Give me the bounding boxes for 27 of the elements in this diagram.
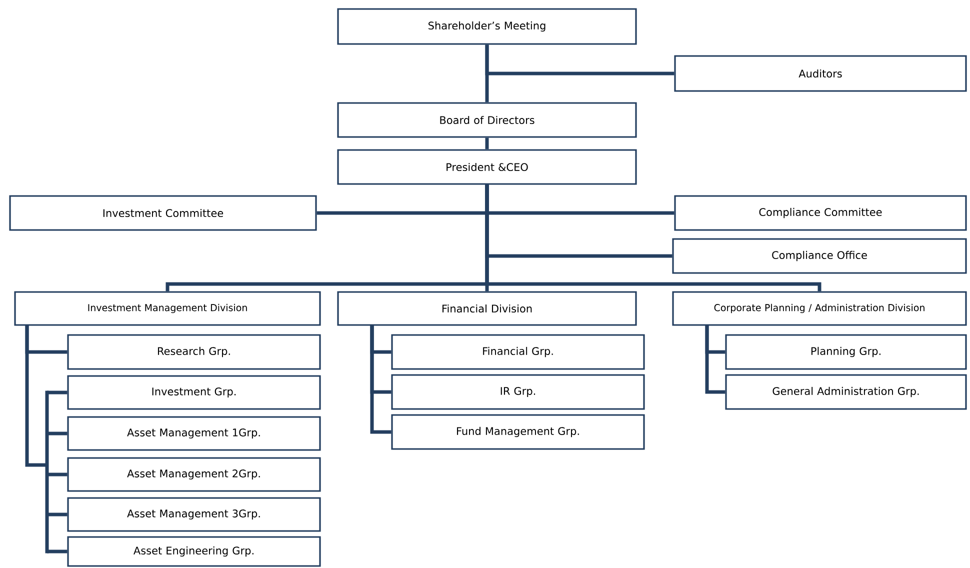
- org-box: Research Grp.: [67, 334, 321, 370]
- org-box: Asset Management 1Grp.: [67, 416, 321, 451]
- connector-line: [705, 325, 726, 394]
- org-box: Planning Grp.: [725, 334, 967, 370]
- org-box: General Administration Grp.: [725, 374, 967, 410]
- connector-line: [25, 325, 68, 354]
- org-box: Auditors: [674, 55, 967, 92]
- org-box: Compliance Office: [672, 238, 967, 274]
- connector-line: [485, 138, 489, 150]
- org-box: Corporate Planning / Administration Division: [672, 291, 967, 326]
- org-box: Asset Engineering Grp.: [67, 536, 321, 567]
- org-box: Shareholder’s Meeting: [337, 8, 637, 45]
- org-box: Fund Management Grp.: [391, 414, 645, 450]
- connector-line: [370, 325, 392, 434]
- org-box: Asset Management 2Grp.: [67, 457, 321, 492]
- org-box: Financial Grp.: [391, 334, 645, 370]
- connector-line: [485, 44, 489, 102]
- org-box: Asset Management 3Grp.: [67, 497, 321, 532]
- org-box: President &CEO: [337, 149, 637, 185]
- org-box: Investment Grp.: [67, 375, 321, 410]
- org-box: Financial Division: [337, 291, 637, 326]
- connector-line: [485, 184, 822, 292]
- org-box: Investment Committee: [9, 195, 317, 231]
- org-box: Board of Directors: [337, 102, 637, 138]
- org-box: Compliance Committee: [674, 195, 967, 231]
- org-box: IR Grp.: [391, 374, 645, 410]
- org-box: Investment Management Division: [14, 291, 321, 326]
